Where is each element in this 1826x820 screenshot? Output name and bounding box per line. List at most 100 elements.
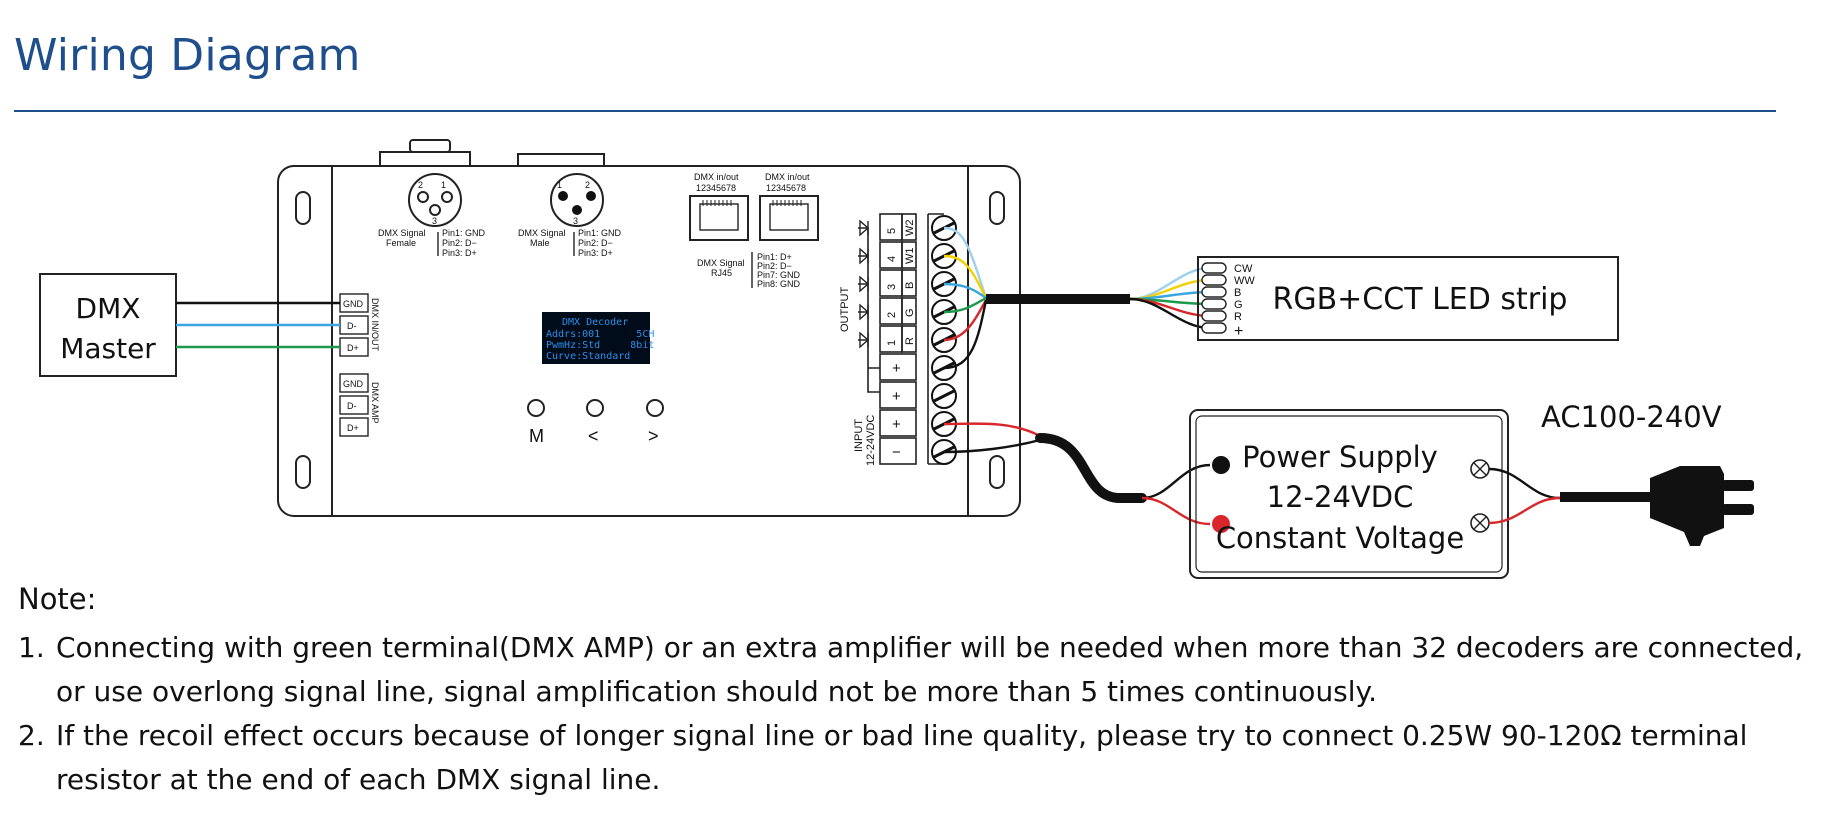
- mount-slot-top-left: [295, 191, 311, 225]
- note-item: 1. Connecting with green terminal(DMX AM…: [18, 626, 1808, 714]
- xlr-female-latch: [409, 139, 451, 153]
- led-pin-r: R: [1234, 311, 1242, 323]
- xlr-male-pin3-label: 3: [573, 216, 578, 226]
- mount-slot-bottom-left: [295, 455, 311, 489]
- power-supply-line2: 12-24VDC: [1267, 480, 1414, 514]
- led-pin-g: G: [1234, 299, 1243, 311]
- rj45-spec-2: Pin2: D−: [757, 261, 792, 271]
- note-item: 2. If the recoil effect occurs because o…: [18, 714, 1808, 802]
- led-pin-cw: CW: [1234, 263, 1253, 275]
- power-supply-line1: Power Supply: [1242, 440, 1438, 474]
- xlr-female-spec-3: Pin3: D+: [442, 248, 477, 258]
- output-ch4-code: W1: [904, 248, 916, 265]
- xlr-female-pin2: [417, 191, 429, 203]
- xlr-female-pin3-label: 3: [432, 216, 437, 226]
- prev-button-label: <: [588, 426, 599, 446]
- power-supply-wires: [1141, 463, 1211, 526]
- xlr-female-pin1-label: 1: [441, 180, 446, 190]
- mount-slot-bottom-right: [989, 455, 1005, 489]
- xlr-male-pin3: [572, 205, 582, 215]
- oled-line-2: Addrs:001 5CH: [546, 329, 654, 340]
- power-cable: [1035, 433, 1147, 503]
- xlr-female-pin1: [441, 191, 453, 203]
- rj45-spec-4: Pin8: GND: [757, 279, 801, 289]
- led-strip-box: [1197, 256, 1619, 341]
- led-pin-b: B: [1234, 287, 1241, 299]
- oled-text: DMX Decoder Addrs:001 5CH PwmHz:Std 8bit…: [546, 317, 654, 362]
- dmx-amp-dplus-label: D+: [347, 423, 359, 433]
- xlr-female-housing: [379, 151, 471, 167]
- oled-line-3: PwmHz:Std 8bit: [546, 340, 654, 351]
- xlr-male-pin2: [586, 191, 596, 201]
- rj45-port-1-pins: 12345678: [696, 183, 736, 193]
- rj45-name: DMX Signal: [697, 258, 745, 268]
- dmx-master-line2: Master: [60, 332, 156, 365]
- rj45-port-1-label: DMX in/out: [694, 172, 739, 182]
- xlr-male-pin1-label: 1: [557, 180, 562, 190]
- xlr-male-spec-2: Pin2: D−: [578, 238, 613, 248]
- oled-display: [542, 312, 650, 364]
- input-label: INPUT: [853, 419, 865, 452]
- led-pin-plus: +: [1234, 323, 1243, 340]
- dmx-amp-dminus-label: D-: [347, 401, 357, 411]
- led-strip-label: RGB+CCT LED strip: [1273, 282, 1568, 317]
- next-button: [646, 399, 664, 417]
- led-pin-ww: WW: [1234, 275, 1255, 287]
- dmx-inout-dplus-label: D+: [347, 343, 359, 353]
- xlr-female-name: DMX Signal: [378, 228, 426, 238]
- xlr-female-pin2-label: 2: [418, 180, 423, 190]
- mains-voltage-label: AC100-240V: [1541, 400, 1722, 434]
- common-plus-2: +: [892, 388, 901, 405]
- oled-line-1: DMX Decoder: [562, 317, 628, 328]
- ps-negative-terminal: [1212, 456, 1230, 474]
- note-text: If the recoil effect occurs because of l…: [56, 719, 1748, 796]
- xlr-male-housing: [517, 153, 605, 167]
- dmx-amp-label: DMX AMP: [370, 382, 380, 424]
- xlr-male-pin1: [558, 191, 568, 201]
- xlr-male-spec-3: Pin3: D+: [578, 248, 613, 258]
- ac-wires: [1488, 467, 1561, 525]
- led-output-wires: [943, 226, 988, 370]
- input-minus-label: −: [892, 444, 901, 461]
- xlr-female-connector: [408, 173, 462, 227]
- ac-terminals: [1470, 459, 1490, 533]
- output-ch1-code: R: [904, 337, 916, 345]
- xlr-male-spec-1: Pin1: GND: [578, 228, 622, 238]
- ps-positive-terminal: [1212, 515, 1230, 533]
- note-number: 2.: [18, 719, 45, 752]
- rj45-name2: RJ45: [711, 268, 732, 278]
- mount-slot-top-right: [989, 191, 1005, 225]
- xlr-male-name: DMX Signal: [518, 228, 566, 238]
- prev-button: [586, 399, 604, 417]
- dmx-amp-terminal-dminus: [339, 395, 369, 415]
- output-ch5-num: 5: [886, 228, 898, 234]
- dmx-signal-wires: [176, 301, 340, 349]
- dmx-amp-gnd-label: GND: [343, 379, 364, 389]
- output-ch2-code: G: [904, 308, 916, 317]
- output-ch1-num: 1: [886, 340, 898, 346]
- dmx-master-line1: DMX: [76, 292, 141, 325]
- rj45-spec-3: Pin7: GND: [757, 270, 801, 280]
- output-ch2-num: 2: [886, 312, 898, 318]
- dmx-inout-gnd-label: GND: [343, 299, 364, 309]
- note-text: Connecting with green terminal(DMX AMP) …: [56, 631, 1804, 708]
- ac-plug-icon: [1650, 466, 1724, 546]
- output-ch3-num: 3: [886, 284, 898, 290]
- menu-button: [527, 399, 545, 417]
- dmx-inout-label: DMX IN/OUT: [370, 298, 380, 352]
- xlr-female-spec-2: Pin2: D−: [442, 238, 477, 248]
- dmx-amp-terminal-dplus: [339, 417, 369, 437]
- xlr-male-pin2-label: 2: [585, 180, 590, 190]
- wiring-diagram: 2 1 3 1 2 3 DMX Signal Female Pin1: GND …: [39, 139, 1754, 579]
- led-strip-pins: [1201, 262, 1227, 334]
- common-plus-1: +: [892, 360, 901, 377]
- oled-line-4: Curve:Standard: [546, 351, 630, 362]
- input-plus-label: +: [892, 416, 901, 433]
- rj45-port-2-pins: 12345678: [766, 183, 806, 193]
- output-label: OUTPUT: [839, 287, 851, 333]
- dmx-amp-terminal-gnd: [339, 373, 369, 393]
- rj45-port-2-label: DMX in/out: [765, 172, 810, 182]
- power-supply-line3: Constant Voltage: [1216, 521, 1464, 555]
- note-number: 1.: [18, 631, 45, 664]
- input-wires: [943, 422, 1041, 454]
